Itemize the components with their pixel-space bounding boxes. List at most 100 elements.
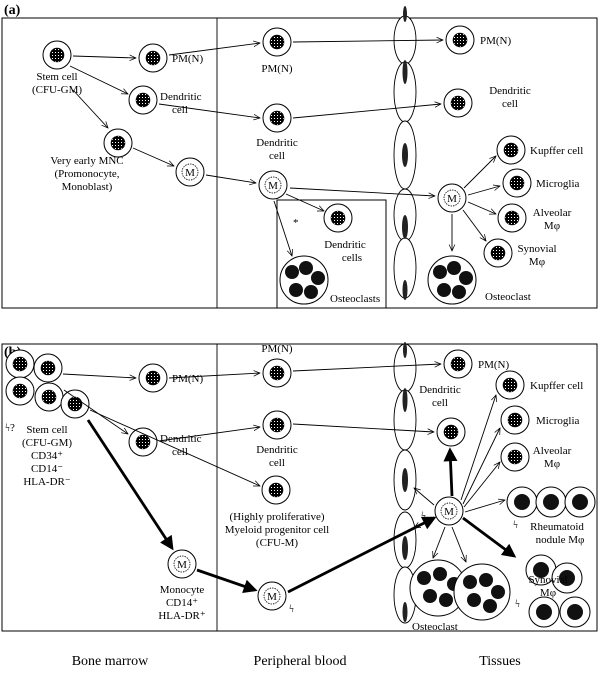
macrophage: M xyxy=(257,581,287,611)
cell xyxy=(60,389,90,419)
panel-b: (b) M M M xyxy=(1,342,598,633)
microglia-label: Microglia xyxy=(536,178,579,190)
cell xyxy=(443,349,473,379)
asterisk: * xyxy=(293,217,299,229)
osteoclasts-label: Osteoclasts xyxy=(330,293,380,305)
cell xyxy=(33,353,63,383)
cell xyxy=(262,410,292,440)
cell xyxy=(138,363,168,393)
cell xyxy=(525,554,557,586)
cell xyxy=(262,358,292,388)
osteoclast xyxy=(279,255,329,305)
cell xyxy=(42,40,72,70)
cell xyxy=(138,43,168,73)
bolt-symbol: ϟ xyxy=(513,519,518,531)
cell xyxy=(496,135,526,165)
progenitor-label: (Highly proliferative)Myeloid progenitor… xyxy=(225,511,329,549)
pmn-label: PM(N) xyxy=(172,53,204,65)
question-mark: ϟ? xyxy=(5,422,15,434)
cell xyxy=(261,475,291,505)
very-early-mnc-label: Very early MNC(Promonocyte,Monoblast) xyxy=(50,155,123,193)
cell xyxy=(262,27,292,57)
cell xyxy=(528,596,560,628)
pmn-label: PM(N) xyxy=(261,63,293,75)
osteoclast-label: Osteoclast xyxy=(412,621,458,633)
pmn-label: PM(N) xyxy=(478,359,510,371)
cell xyxy=(128,427,158,457)
svg-text:M: M xyxy=(177,559,187,571)
panel-b-vessel xyxy=(393,342,417,624)
cell xyxy=(128,85,158,115)
stem-cell-label: Stem cell(CFU-GM)CD34⁺CD14⁻HLA-DR⁻ xyxy=(22,424,72,488)
cell xyxy=(262,103,292,133)
macrophage: M xyxy=(175,157,205,187)
cell xyxy=(103,128,133,158)
peripheral-blood-label: Peripheral blood xyxy=(254,654,347,669)
cell xyxy=(5,376,35,406)
macrophage: M xyxy=(437,183,467,213)
cell xyxy=(500,405,530,435)
pmn-label: PM(N) xyxy=(480,35,512,47)
cell xyxy=(323,203,353,233)
cell xyxy=(34,382,64,412)
svg-text:M: M xyxy=(185,167,195,179)
svg-text:M: M xyxy=(447,193,457,205)
cell xyxy=(495,370,525,400)
svg-text:M: M xyxy=(268,180,278,192)
bolt-symbol: ϟ xyxy=(421,510,426,522)
panel-a-vessel xyxy=(393,6,417,300)
panel-b-frame xyxy=(1,343,598,632)
rheumatoid-nodule-cells xyxy=(506,486,596,518)
panel-b-arrows xyxy=(62,364,517,594)
synovial-cells xyxy=(525,554,591,628)
bolt-symbol: ϟ xyxy=(515,598,520,610)
cell xyxy=(445,25,475,55)
cell xyxy=(535,486,567,518)
cell xyxy=(443,88,473,118)
cell xyxy=(559,596,591,628)
macrophage: M xyxy=(258,170,288,200)
cell xyxy=(436,417,466,447)
osteoclast-label: Osteoclast xyxy=(485,291,531,303)
bone-marrow-label: Bone marrow xyxy=(72,654,149,669)
osteoclast xyxy=(427,255,477,305)
pmn-label: PM(N) xyxy=(172,373,204,385)
macrophage: M xyxy=(434,496,464,526)
osteoclast xyxy=(453,563,511,621)
cell xyxy=(497,203,527,233)
panel-a-inset-box xyxy=(276,199,387,309)
kupffer-cell-label: Kupffer cell xyxy=(530,145,583,157)
cell xyxy=(551,562,583,594)
macrophage: M xyxy=(167,549,197,579)
microglia-label: Microglia xyxy=(536,415,579,427)
cell xyxy=(502,168,532,198)
cell xyxy=(564,486,596,518)
svg-text:M: M xyxy=(444,506,454,518)
bolt-symbol: ϟ xyxy=(289,603,294,615)
pmn-label: PM(N) xyxy=(261,343,293,355)
kupffer-cell-label: Kupffer cell xyxy=(530,380,583,392)
svg-text:M: M xyxy=(267,591,277,603)
panel-a-arrows xyxy=(69,40,500,256)
panel-a-letter: (a) xyxy=(4,3,21,18)
cell xyxy=(506,486,538,518)
cell xyxy=(5,349,35,379)
panel-a: (a) M M M xyxy=(1,3,598,309)
stem-cell-label: Stem cell(CFU-GM) xyxy=(32,71,82,96)
osteoclast xyxy=(409,559,467,617)
cell xyxy=(483,238,513,268)
